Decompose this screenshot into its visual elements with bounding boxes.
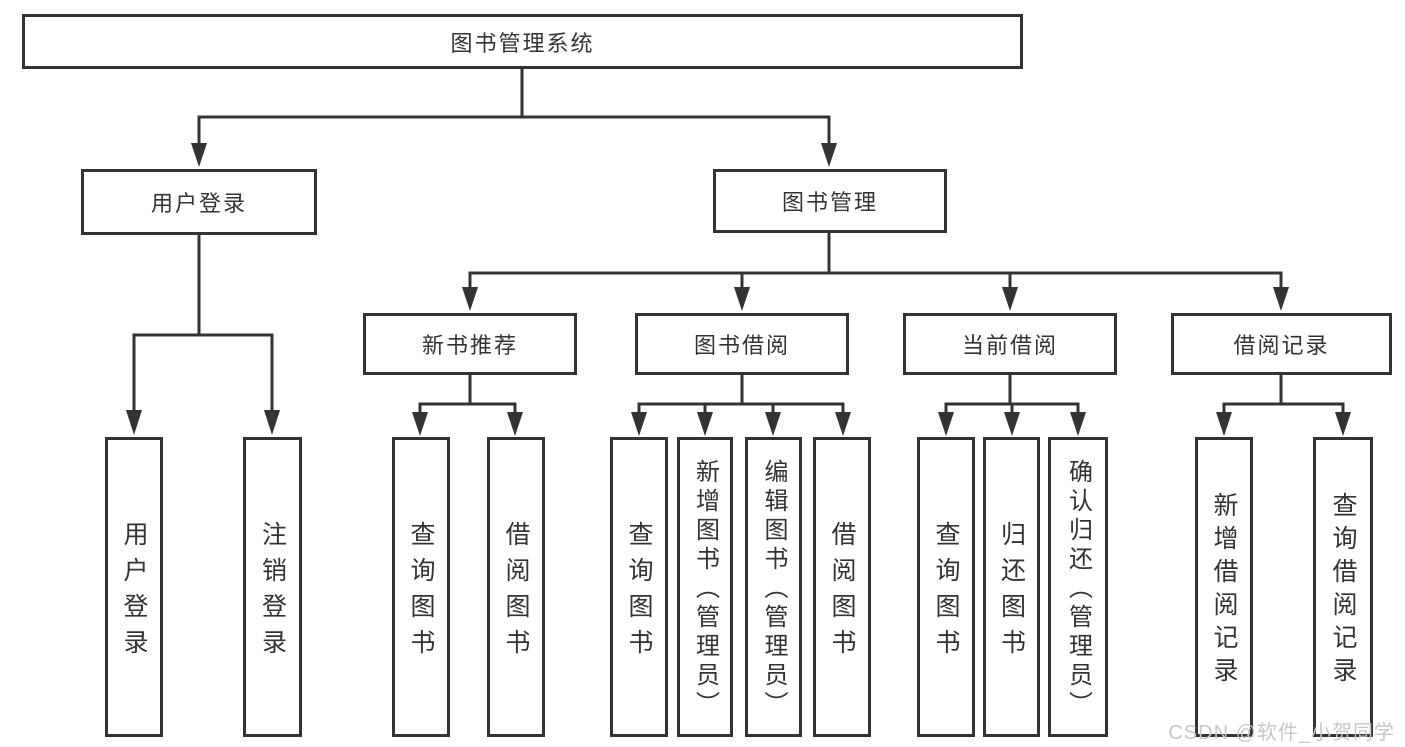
node-user-login-branch: 用户登录	[81, 169, 317, 235]
node-label: 用户登录	[150, 191, 247, 216]
node-library-management-system: 图书管理系统	[22, 14, 1023, 69]
leaf-add-books-admin: 新增图书（管理员）	[677, 437, 733, 737]
leaf-user-login: 用户登录	[105, 437, 163, 737]
leaf-return-books: 归还图书	[983, 437, 1040, 737]
node-label: 图书管理系统	[450, 30, 595, 56]
node-label: 新增图书（管理员）	[691, 459, 719, 720]
node-label: 查询图书	[407, 520, 435, 665]
node-label: 新增借阅记录	[1210, 492, 1238, 690]
node-book-management-branch: 图书管理	[713, 169, 947, 233]
node-label: 查询图书	[932, 520, 960, 665]
node-label: 确认归还（管理员）	[1064, 459, 1092, 720]
node-label: 注销登录	[258, 520, 287, 665]
leaf-query-borrow-record: 查询借阅记录	[1313, 437, 1373, 737]
node-label: 借阅记录	[1233, 333, 1330, 358]
node-label: 新书推荐	[421, 333, 518, 358]
node-borrowing-records: 借阅记录	[1171, 313, 1392, 375]
leaf-logout: 注销登录	[243, 437, 302, 737]
leaf-borrow-books: 借阅图书	[813, 437, 871, 737]
leaf-add-borrow-record: 新增借阅记录	[1195, 437, 1253, 737]
leaf-query-books-borrowing: 查询图书	[610, 437, 668, 737]
node-label: 当前借阅	[961, 333, 1058, 358]
leaf-confirm-return-admin: 确认归还（管理员）	[1048, 437, 1108, 737]
node-label: 查询图书	[625, 520, 653, 665]
node-label: 借阅图书	[502, 520, 530, 665]
node-label: 查询借阅记录	[1329, 492, 1357, 690]
leaf-query-books-recommend: 查询图书	[392, 437, 450, 737]
node-label: 图书借阅	[693, 333, 790, 358]
leaf-query-books-current: 查询图书	[917, 437, 975, 737]
node-label: 用户登录	[120, 520, 148, 665]
leaf-edit-books-admin: 编辑图书（管理员）	[745, 437, 802, 737]
node-label: 归还图书	[997, 520, 1026, 665]
node-label: 借阅图书	[828, 520, 856, 665]
node-label: 图书管理	[781, 190, 878, 215]
node-book-borrowing: 图书借阅	[635, 313, 849, 375]
node-label: 编辑图书（管理员）	[760, 459, 787, 720]
leaf-borrow-books-recommend: 借阅图书	[487, 437, 545, 737]
node-current-borrowing: 当前借阅	[903, 313, 1117, 375]
node-new-book-recommend: 新书推荐	[363, 313, 577, 375]
